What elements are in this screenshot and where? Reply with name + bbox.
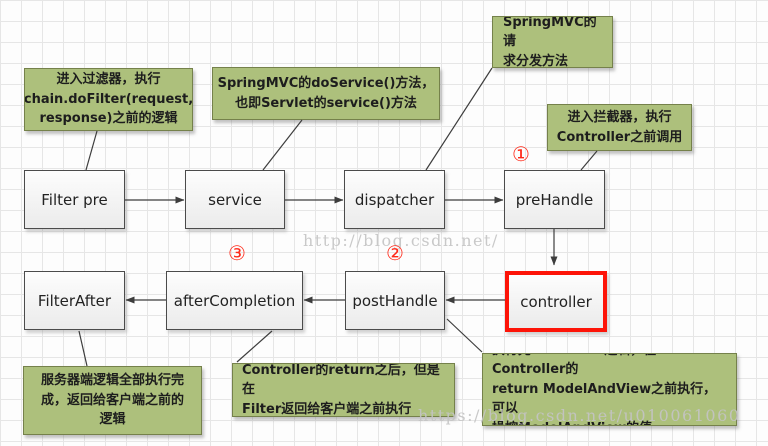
watermark-bottom: https://blog.csdn.net/u010061060	[418, 406, 741, 425]
node-after-completion: afterCompletion	[166, 271, 303, 330]
connector-note-posthandle	[446, 318, 483, 353]
node-filter-after: FilterAfter	[24, 271, 125, 330]
connector-note-filterafter	[78, 330, 88, 367]
note-dispatcher: SpringMVC的请 求分发方法	[492, 16, 613, 68]
node-prehandle: preHandle	[504, 170, 605, 229]
connector-note-filterpre	[85, 130, 98, 171]
node-controller-highlighted: controller	[505, 271, 607, 332]
note-filter-pre: 进入过滤器，执行 chain.doFilter(request, respons…	[24, 68, 193, 131]
step-number-1: ①	[512, 142, 530, 166]
step-number-2: ②	[386, 241, 404, 265]
note-prehandle: 进入拦截器，执行 Controller之前调用	[547, 104, 692, 151]
node-service: service	[185, 170, 285, 229]
node-posthandle: postHandle	[345, 271, 445, 330]
node-filter-pre: Filter pre	[24, 170, 125, 229]
connector-note-prehandle	[580, 150, 598, 171]
note-posthandle: 执行完Controller逻辑，在Controller的 return Mode…	[482, 353, 737, 426]
step-number-3: ③	[228, 241, 246, 265]
note-service: SpringMVC的doService()方法， 也即Servlet的servi…	[212, 67, 440, 120]
note-after-completion: Controller的return之后，但是在 Filter返回给客户端之前执行	[232, 363, 455, 417]
connector-note-service	[262, 119, 303, 171]
watermark-center: http://blog.csdn.net/	[303, 231, 499, 250]
node-dispatcher: dispatcher	[344, 170, 445, 229]
connector-note-aftercompletion	[236, 330, 273, 363]
note-filter-after: 服务器端逻辑全部执行完 成，返回给客户端之前的 逻辑	[23, 366, 202, 435]
